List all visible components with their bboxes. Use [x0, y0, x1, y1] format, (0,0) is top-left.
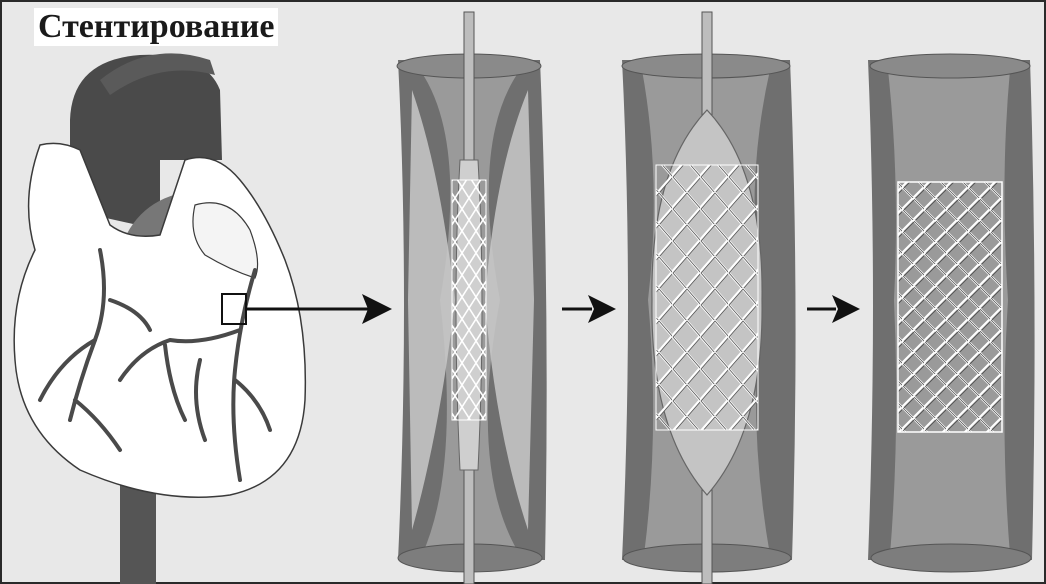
- vessel-top-opening: [870, 54, 1030, 78]
- page-title: Стентирование: [34, 8, 278, 46]
- artery-stent-deployed-icon: [868, 54, 1035, 572]
- stent-crimped: [452, 180, 486, 420]
- artery-balloon-expansion-icon: [622, 12, 796, 584]
- vessel-bottom-opening: [871, 544, 1031, 572]
- stent-expanding: [656, 165, 758, 430]
- artery-stent-catheter-icon: [397, 12, 547, 584]
- stent-deployed: [898, 182, 1002, 432]
